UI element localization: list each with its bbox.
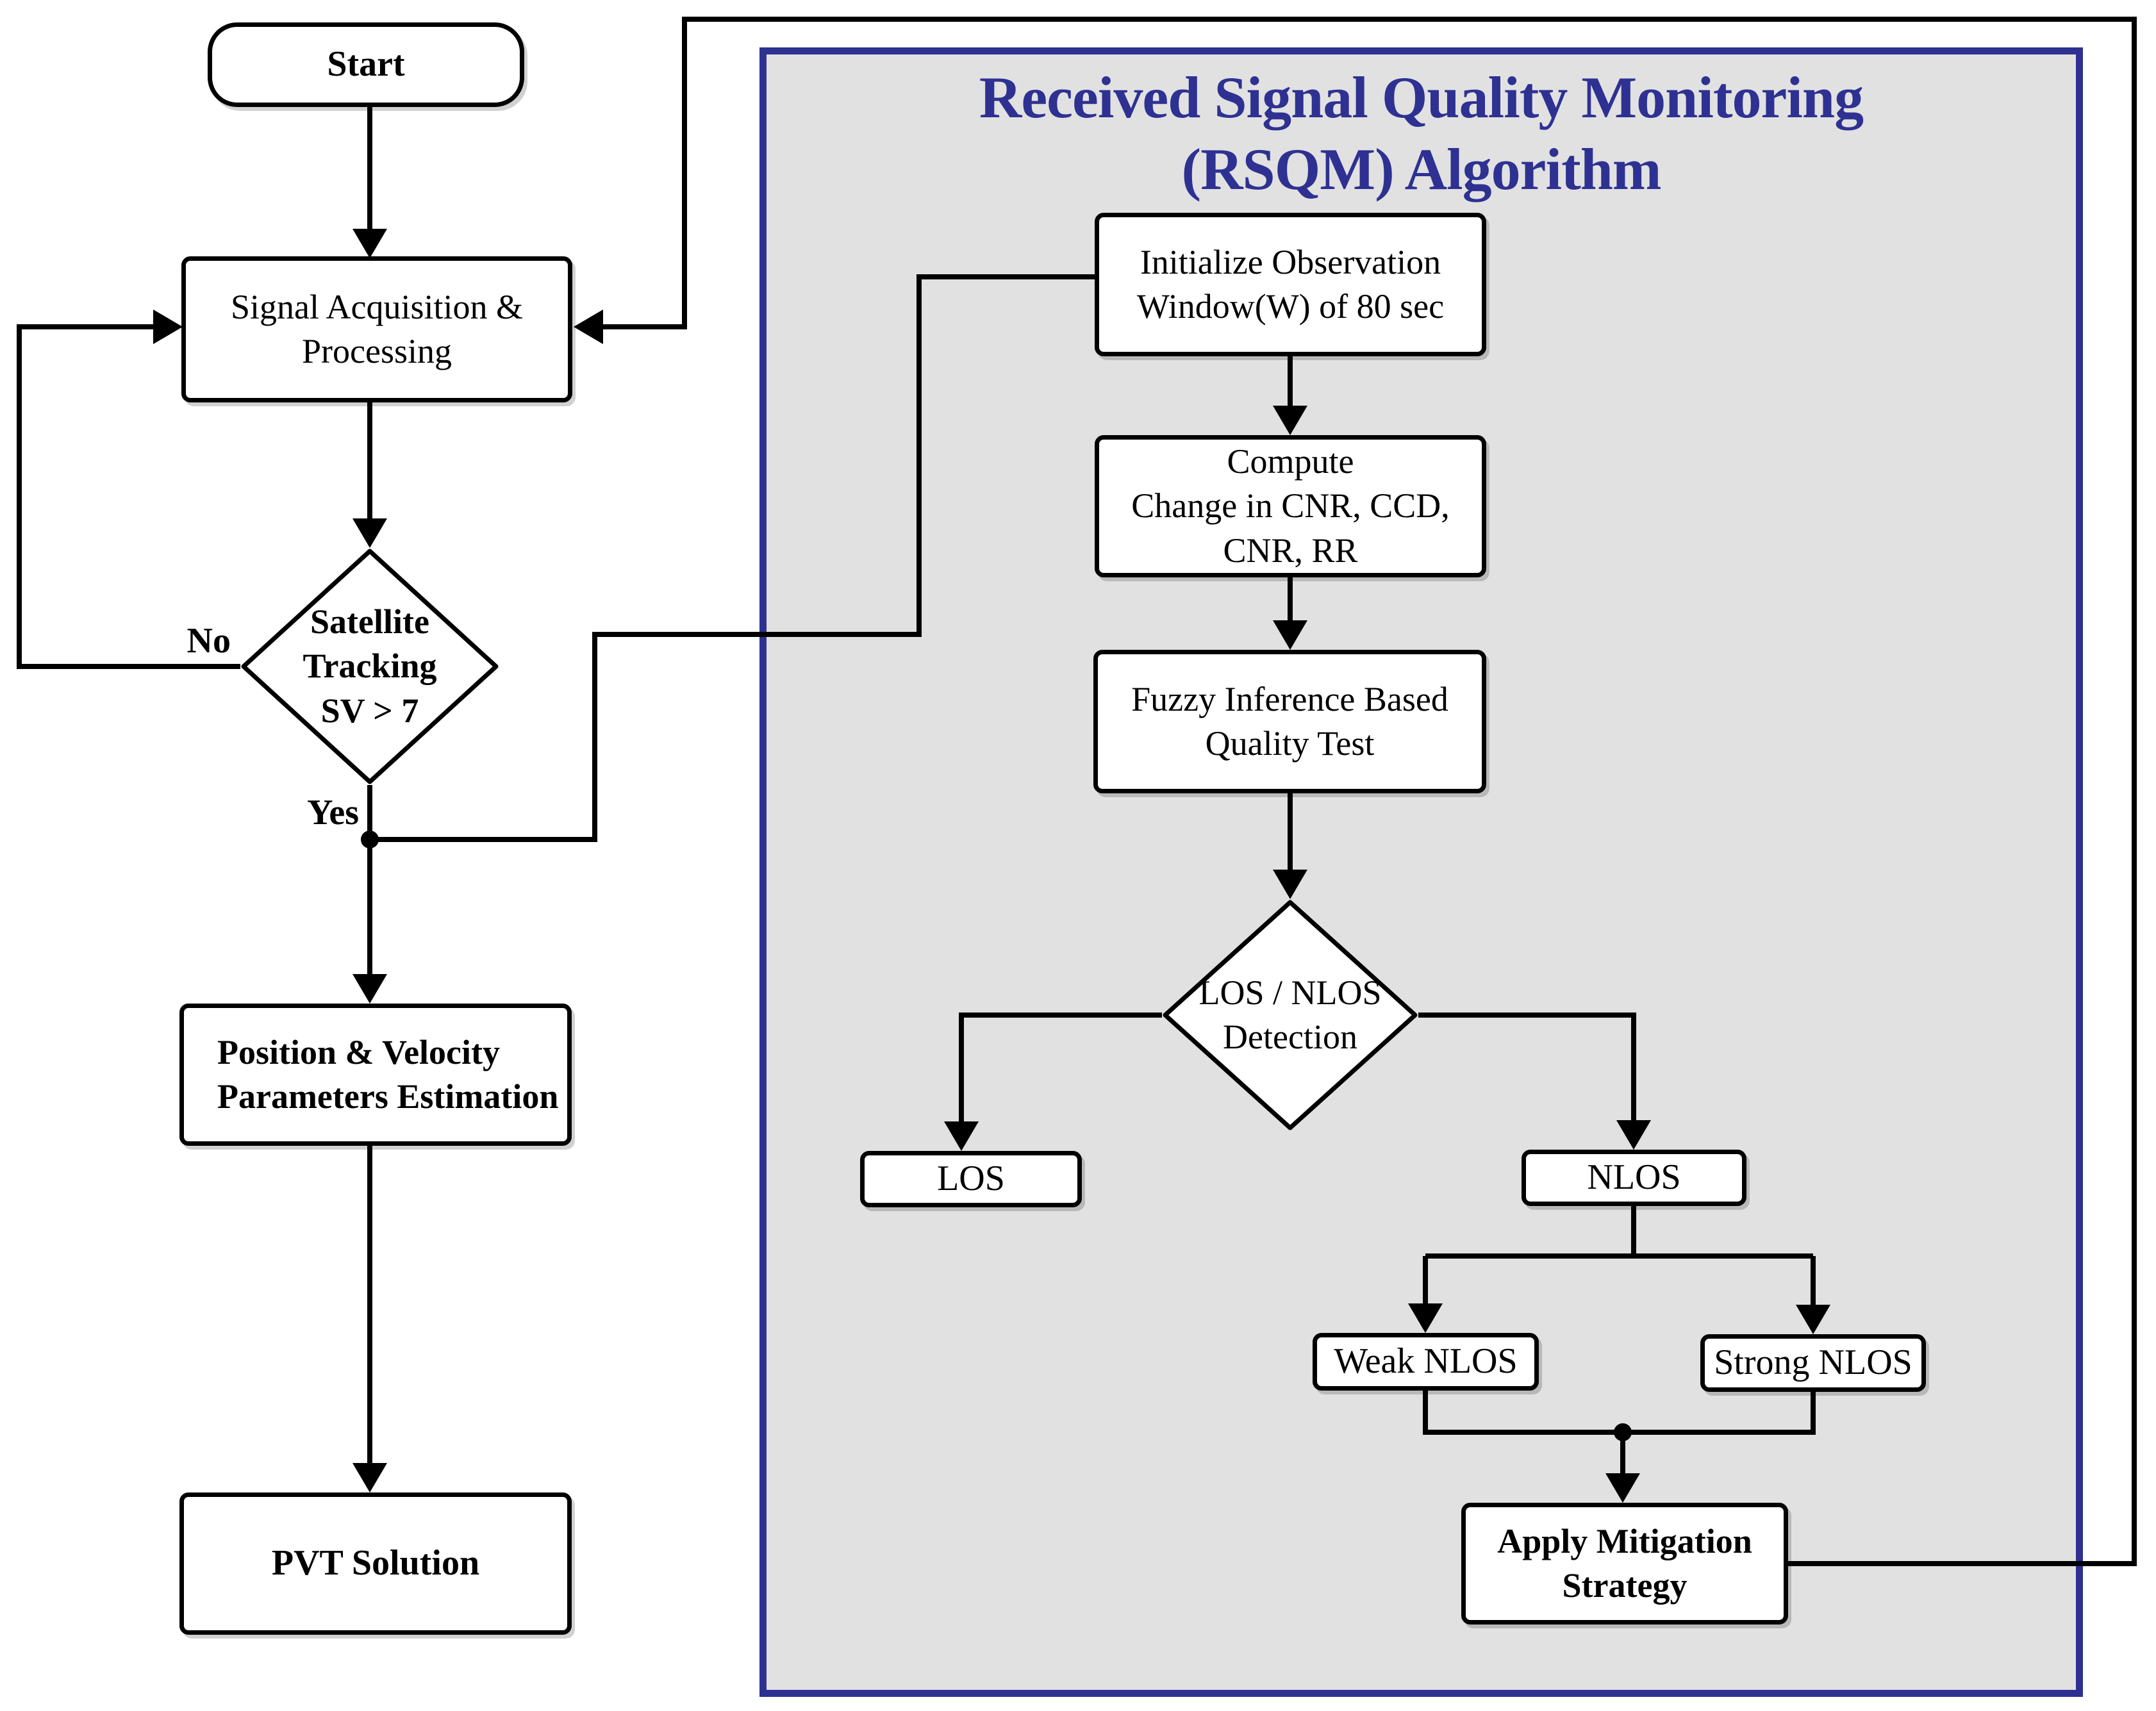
arrowhead-tracking-position <box>352 974 387 1004</box>
edge-label-no: No <box>187 621 231 661</box>
node-los-nlos-decision: LOS / NLOS Detection <box>1162 899 1418 1131</box>
node-signal-acquisition: Signal Acquisition & Processing <box>181 256 572 402</box>
arrowhead-start-signal <box>352 229 387 258</box>
node-position-velocity: Position & Velocity Parameters Estimatio… <box>179 1004 572 1146</box>
diamond-shape <box>1163 900 1418 1130</box>
edge-feedback-loop <box>603 17 2137 1566</box>
node-initialize-window: Initialize Observation Window(W) of 80 s… <box>1095 213 1486 356</box>
arrowhead-merge-apply <box>1605 1473 1640 1503</box>
node-strong-nlos: Strong NLOS <box>1700 1334 1926 1392</box>
arrowhead-feedback-loop <box>574 310 603 344</box>
los-nlos-label: LOS / NLOS Detection <box>1198 973 1382 1056</box>
arrowhead-signal-tracking <box>352 518 387 548</box>
satellite-tracking-label: Satellite Tracking SV > 7 <box>303 602 437 730</box>
node-fuzzy-inference: Fuzzy Inference Based Quality Test <box>1093 650 1486 793</box>
edge-yes-to-init <box>370 274 1099 842</box>
node-satellite-tracking-decision: Satellite Tracking SV > 7 <box>240 548 499 785</box>
node-apply-mitigation: Apply Mitigation Strategy <box>1461 1503 1788 1624</box>
arrowhead-position-pvt <box>352 1463 387 1492</box>
node-weak-nlos: Weak NLOS <box>1313 1333 1539 1391</box>
arrowhead-split-strong <box>1796 1305 1830 1334</box>
node-compute-change: Compute Change in CNR, CCD, CNR, RR <box>1095 435 1486 577</box>
edge-detection-nlos <box>1418 1013 1636 1121</box>
arrowhead-detection-nlos <box>1616 1120 1651 1150</box>
node-nlos: NLOS <box>1522 1150 1746 1206</box>
edge-label-yes: Yes <box>307 793 359 832</box>
edge-detection-los <box>959 1013 1162 1123</box>
arrowhead-split-weak <box>1408 1303 1443 1333</box>
node-start: Start <box>208 22 524 107</box>
arrowhead-compute-fuzzy <box>1273 620 1307 650</box>
node-los: LOS <box>860 1151 1082 1207</box>
node-pvt-solution: PVT Solution <box>179 1492 572 1635</box>
arrowhead-no-loop <box>153 310 183 344</box>
diamond-shape <box>241 549 499 784</box>
arrowhead-init-compute <box>1273 406 1307 435</box>
arrowhead-detection-los <box>944 1121 979 1151</box>
rsqm-panel-title: Received Signal Quality Monitoring (RSQM… <box>979 65 1864 203</box>
edge-no-loop <box>17 324 240 669</box>
arrowhead-fuzzy-detection <box>1273 870 1307 899</box>
